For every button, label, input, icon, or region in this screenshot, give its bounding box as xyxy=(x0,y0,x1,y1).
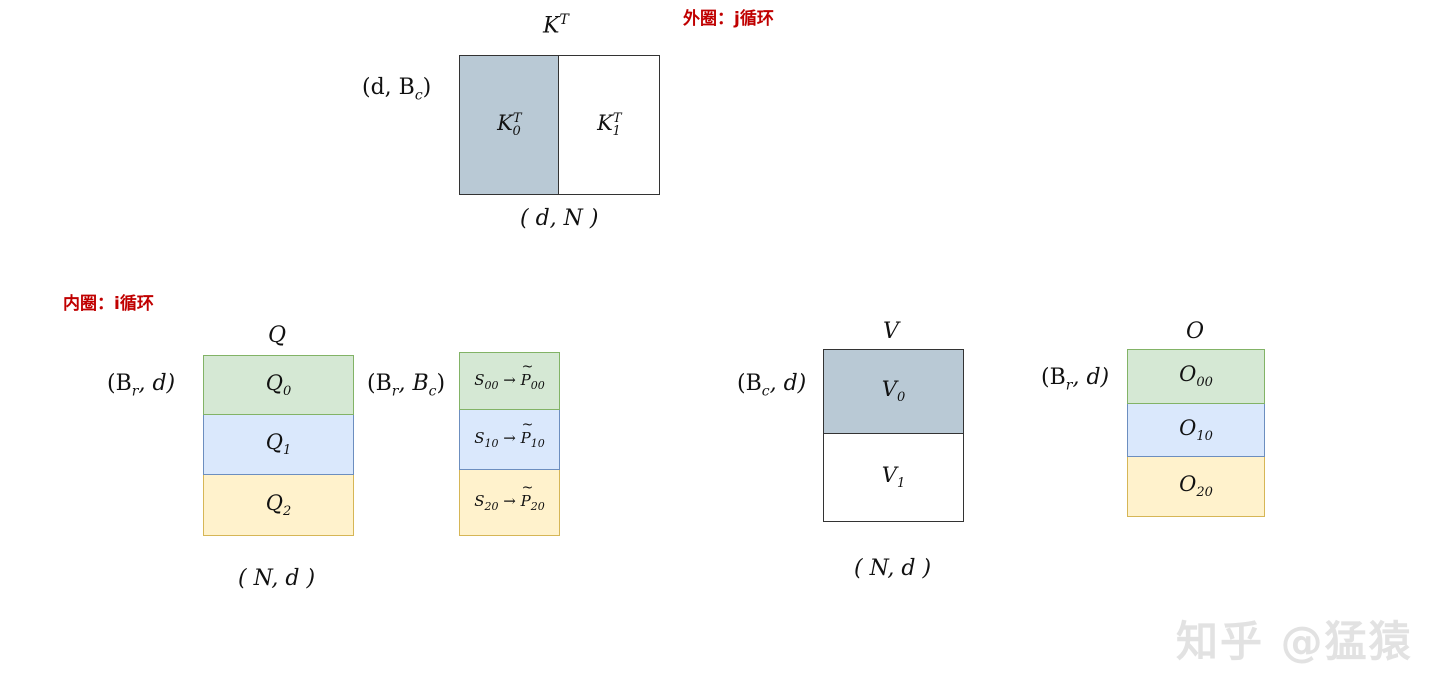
o-matrix: O00 O10 O20 xyxy=(1127,349,1265,517)
q-title: Q xyxy=(268,323,287,348)
v-block-0: V0 xyxy=(823,349,964,434)
s-block-2: S20 → P20 xyxy=(459,470,560,536)
s-matrix: S00 → P00 S10 → P10 S20 → P20 xyxy=(459,352,560,536)
s-block-dim: (Br, Bc) xyxy=(367,371,446,400)
kt-block-0-label: KT0 xyxy=(497,110,522,140)
o-block-2: O20 xyxy=(1127,457,1265,517)
o-block-0-label: O00 xyxy=(1179,362,1213,391)
o-title: O xyxy=(1186,319,1205,344)
v-matrix: V0 V1 xyxy=(823,349,964,522)
kt-block-0: KT0 xyxy=(459,55,559,195)
outer-loop-label: 外圈：j循环 xyxy=(683,9,774,29)
q-full-dim: ( N, d ) xyxy=(238,566,316,591)
o-block-dim: (Br, d) xyxy=(1041,365,1110,394)
v-block-dim: (Bc, d) xyxy=(737,371,807,400)
kt-block-1: KT1 xyxy=(559,55,660,195)
q-matrix: Q0 Q1 Q2 xyxy=(203,355,354,536)
q-block-2-label: Q2 xyxy=(265,490,292,520)
q-block-1-label: Q1 xyxy=(265,430,292,459)
o-block-2-label: O20 xyxy=(1179,472,1213,501)
o-block-1-label: O10 xyxy=(1179,415,1213,445)
s-block-1: S10 → P10 xyxy=(459,410,560,470)
v-full-dim: ( N, d ) xyxy=(854,556,932,581)
s-block-1-label: S10 → P10 xyxy=(474,417,545,450)
kt-matrix: KT0 KT1 xyxy=(459,55,660,195)
s-block-0: S00 → P00 xyxy=(459,352,560,410)
v-block-0-label: V0 xyxy=(881,377,906,406)
v-title: V xyxy=(883,319,899,344)
o-block-0: O00 xyxy=(1127,349,1265,404)
q-block-1: Q1 xyxy=(203,415,354,475)
v-block-1-label: V1 xyxy=(881,463,906,492)
s-block-0-label: S00 → P00 xyxy=(474,359,545,392)
watermark: 知乎 @猛猿 xyxy=(1176,617,1413,666)
s-block-2-label: S20 → P20 xyxy=(474,480,545,513)
q-block-2: Q2 xyxy=(203,475,354,536)
o-block-1: O10 xyxy=(1127,404,1265,457)
kt-block-1-label: KT1 xyxy=(597,110,622,140)
kt-block-dim: (d, Bc) xyxy=(362,75,432,104)
kt-full-dim: ( d, N ) xyxy=(520,206,599,231)
inner-loop-label: 内圈：i循环 xyxy=(63,294,154,314)
v-block-1: V1 xyxy=(823,434,964,522)
q-block-0-label: Q0 xyxy=(265,370,292,400)
kt-title: KT xyxy=(543,12,569,39)
q-block-0: Q0 xyxy=(203,355,354,415)
q-block-dim: (Br, d) xyxy=(107,371,176,400)
